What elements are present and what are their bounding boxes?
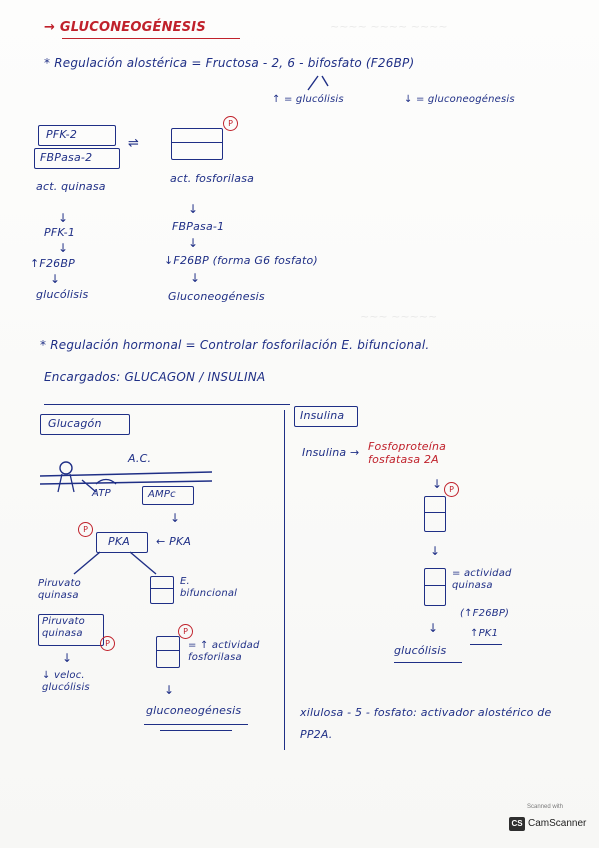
down-arrow: ↓ xyxy=(164,683,175,697)
encargados-line: Encargados: GLUCAGON / INSULINA xyxy=(44,370,266,384)
pfk2-label: PFK-2 xyxy=(46,128,78,141)
glucagon-header-box xyxy=(40,414,130,435)
allosteric-heading: * Regulación alostérica = Fructosa - 2, … xyxy=(44,56,415,70)
down-gluconeogenesis-note: ↓ = gluconeogénesis xyxy=(404,94,515,105)
down-arrow: ↓ xyxy=(50,272,61,286)
enzyme-divider xyxy=(171,142,223,143)
pka-branches xyxy=(73,551,157,575)
ebif-label: E. bifuncional xyxy=(180,576,238,599)
down-arrow: ↓ xyxy=(188,202,199,216)
bleed-through-text: ~~~~ ~~~~ ~~~~ xyxy=(330,20,448,33)
down-arrow: ↓ xyxy=(432,477,443,491)
ac-label: A.C. xyxy=(128,452,152,465)
fbpasa2-box xyxy=(34,148,120,169)
enzyme-divider xyxy=(424,585,446,586)
enzyme-shape xyxy=(171,128,223,160)
section-rule xyxy=(44,404,290,405)
down-arrow: ↓ xyxy=(170,511,181,525)
up-glycolysis-note: ↑ = glucólisis xyxy=(272,94,344,105)
insulina-header-box xyxy=(294,406,358,427)
ampc-box xyxy=(142,486,194,505)
result-underline xyxy=(160,730,232,731)
pyruvate-kinase-label: Piruvato quinasa xyxy=(38,578,81,601)
phosphorylase-activity: = ↑ actividad fosforilasa xyxy=(188,640,260,663)
down-arrow: ↓ xyxy=(62,651,73,665)
pfk1-up: ↑PK1 xyxy=(470,628,499,639)
pka-box xyxy=(96,532,148,553)
membrane-diagram xyxy=(39,461,213,493)
column-divider xyxy=(284,410,285,750)
equilibrium-arrows: ⇌ xyxy=(128,136,140,151)
right-chain-f26bp: ↓F26BP (forma G6 fosfato) xyxy=(164,254,318,267)
pyruvate-kinase-box-label: Piruvato quinasa xyxy=(42,616,85,639)
pka-arrow-label: ← PKA xyxy=(156,535,192,548)
phosphate-badge: P xyxy=(100,636,115,651)
enzyme-divider xyxy=(424,512,446,513)
fbpasa2-label: FBPasa-2 xyxy=(40,151,93,164)
ampc-label: AMPc xyxy=(148,489,176,500)
phosphate-badge: P xyxy=(78,522,93,537)
down-arrow: ↓ xyxy=(58,211,69,225)
bleed-through-text: ~~~ ~~~~~ xyxy=(360,310,438,323)
page-title: → GLUCONEOGÉNESIS xyxy=(44,20,206,35)
left-chain-kinase: act. quinasa xyxy=(36,180,106,193)
left-chain-pfk1: PFK-1 xyxy=(44,226,76,239)
left-chain-glycolysis: glucólisis xyxy=(36,288,89,301)
kinase-activity: = actividad quinasa xyxy=(452,568,512,591)
bifunctional-enzyme-shape xyxy=(150,576,174,604)
insulina-header: Insulina xyxy=(300,409,345,422)
phospho-enzyme-shape xyxy=(156,636,180,668)
right-chain-fbpasa1: FBPasa-1 xyxy=(172,220,225,233)
enzyme-divider xyxy=(150,588,174,589)
dephospho-enzyme-shape xyxy=(424,568,446,606)
camscanner-name: CamScanner xyxy=(528,818,587,829)
pfk2-box xyxy=(38,125,116,146)
down-arrow: ↓ xyxy=(430,544,441,558)
decrease-glycolysis: ↓ veloc. glucólisis xyxy=(42,670,90,693)
insulina-result: glucólisis xyxy=(394,644,447,657)
down-arrow: ↓ xyxy=(58,241,69,255)
pka-box-label: PKA xyxy=(108,535,130,548)
down-arrow: ↓ xyxy=(190,271,201,285)
phosphate-badge: P xyxy=(223,116,238,131)
glucagon-result: gluconeogénesis xyxy=(146,704,242,717)
glucagon-header: Glucagón xyxy=(48,417,102,430)
phosphatase-2a-label: Fosfoproteína fosfatasa 2A xyxy=(368,440,447,466)
branch-lines xyxy=(307,75,329,91)
f26bp-up: (↑F26BP) xyxy=(460,608,510,619)
result-underline xyxy=(144,724,248,725)
down-arrow: ↓ xyxy=(188,236,199,250)
left-chain-f26bp: ↑F26BP xyxy=(30,257,75,270)
result-underline xyxy=(394,662,462,663)
camscanner-icon: CS xyxy=(509,817,525,831)
pfk1-underline xyxy=(470,644,502,645)
phosphate-badge: P xyxy=(178,624,193,639)
right-chain-gluconeogenesis: Gluconeogénesis xyxy=(168,290,265,303)
pyruvate-kinase-box xyxy=(38,614,104,646)
right-chain-phosphorylase: act. fosforilasa xyxy=(170,172,255,185)
title-underline xyxy=(62,38,240,39)
enzyme-divider xyxy=(156,650,180,651)
down-arrow: ↓ xyxy=(428,621,439,635)
insulina-line: Insulina → xyxy=(302,446,360,459)
camscanner-watermark: Scanned with CS CamScanner xyxy=(505,802,586,838)
hormonal-heading: * Regulación hormonal = Controlar fosfor… xyxy=(40,338,430,352)
xylulose-note: xilulosa - 5 - fosfato: activador alosté… xyxy=(300,706,552,741)
phospho-enzyme-shape xyxy=(424,496,446,532)
camscanner-logo: CS CamScanner xyxy=(509,816,586,832)
atp-label: ATP xyxy=(92,488,111,499)
scanned-with-label: Scanned with xyxy=(526,804,564,810)
phosphate-badge: P xyxy=(444,482,459,497)
